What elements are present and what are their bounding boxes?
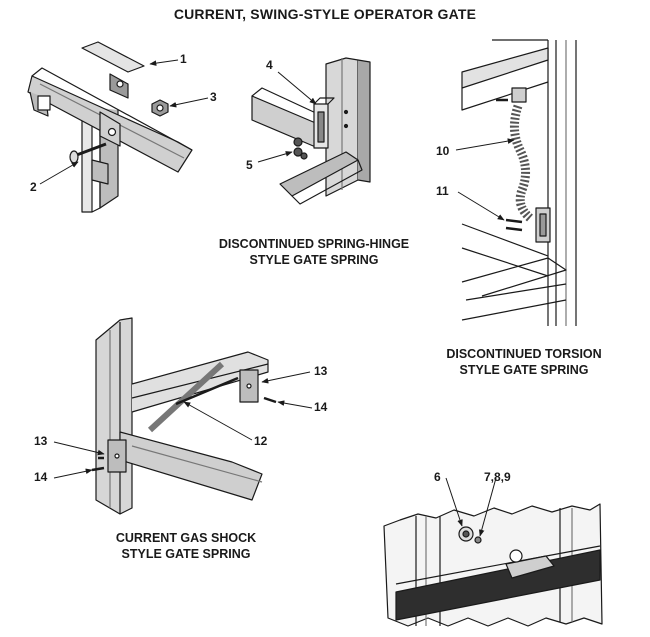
callout-1: 1 xyxy=(180,52,187,66)
callout-4: 4 xyxy=(266,58,273,72)
caption-torsion-line1: DISCONTINUED TORSION xyxy=(446,347,602,361)
caption-gas-shock-line1: CURRENT GAS SHOCK xyxy=(115,531,257,545)
callout-14-right: 14 xyxy=(314,400,328,414)
spring-hinge-figure xyxy=(251,57,371,205)
callout-11: 11 xyxy=(436,184,449,198)
callout-12: 12 xyxy=(254,434,268,448)
callout-5: 5 xyxy=(246,158,253,172)
callout-13-left: 13 xyxy=(34,434,48,448)
leader-lines xyxy=(39,59,515,537)
callout-14-left: 14 xyxy=(34,470,48,484)
callout-2: 2 xyxy=(30,180,37,194)
gas-shock-figure xyxy=(91,317,277,515)
callout-7-8-9: 7,8,9 xyxy=(484,470,511,484)
caption-spring-hinge-line2: STYLE GATE SPRING xyxy=(249,253,379,267)
callout-10: 10 xyxy=(436,144,450,158)
caption-torsion-line2: STYLE GATE SPRING xyxy=(459,363,589,377)
caption-spring-hinge-line1: DISCONTINUED SPRING-HINGE xyxy=(218,237,410,251)
detail-inset-figure xyxy=(383,503,603,627)
torsion-spring-figure xyxy=(461,39,577,326)
swing-gate-figure xyxy=(27,41,193,213)
callout-3: 3 xyxy=(210,90,217,104)
callout-6: 6 xyxy=(434,470,441,484)
caption-gas-shock: CURRENT GAS SHOCK STYLE GATE SPRING xyxy=(96,530,276,562)
caption-spring-hinge: DISCONTINUED SPRING-HINGE STYLE GATE SPR… xyxy=(214,236,414,268)
caption-torsion: DISCONTINUED TORSION STYLE GATE SPRING xyxy=(424,346,624,378)
diagram-title: CURRENT, SWING-STYLE OPERATOR GATE xyxy=(173,6,477,22)
caption-gas-shock-line2: STYLE GATE SPRING xyxy=(121,547,251,561)
callout-13-right: 13 xyxy=(314,364,328,378)
